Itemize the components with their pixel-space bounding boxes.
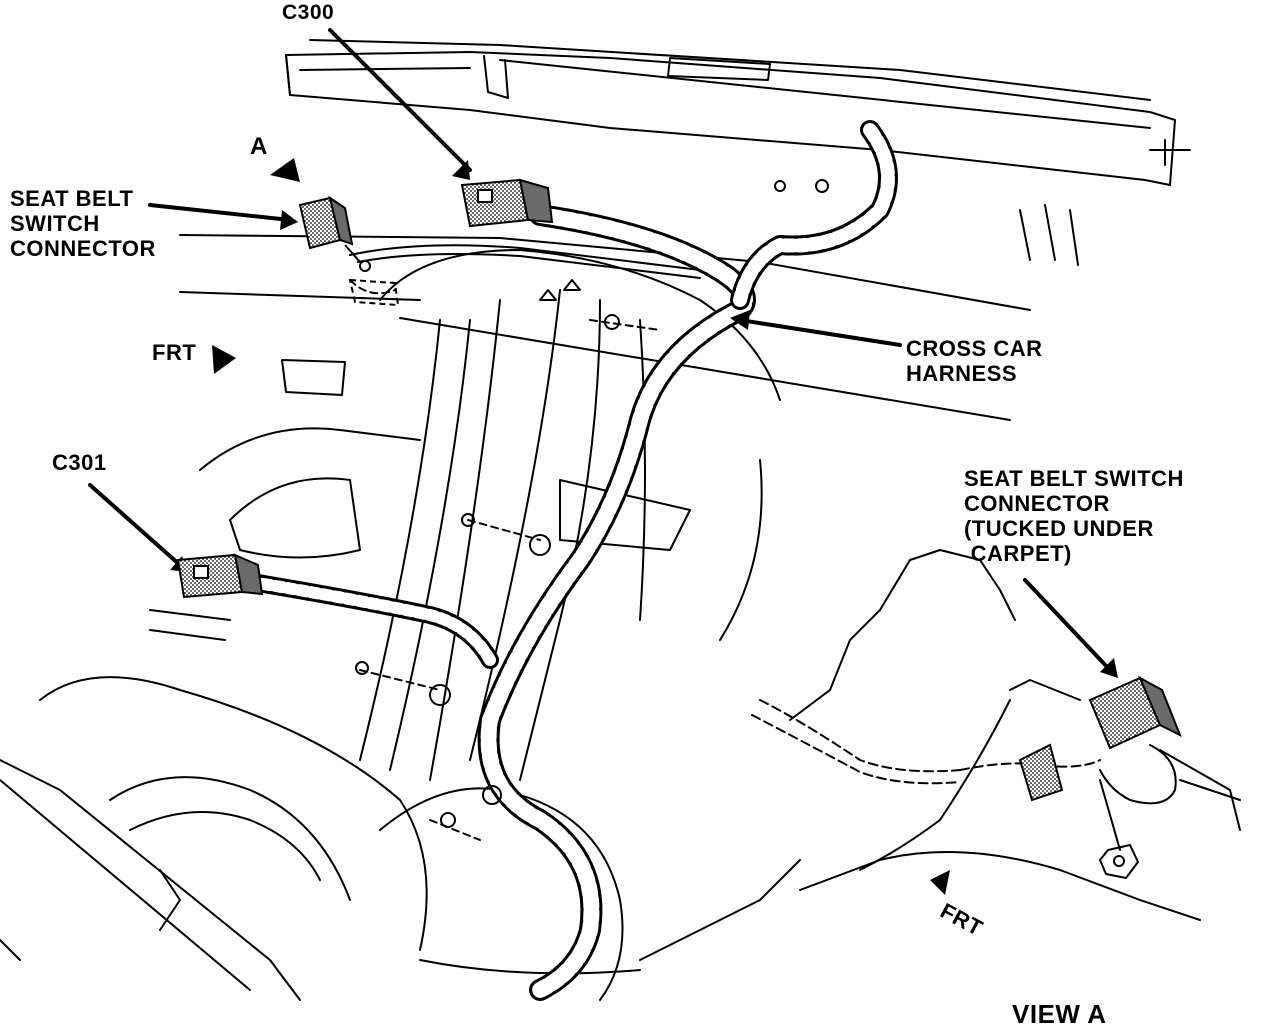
c300-leader-arrow	[328, 28, 472, 172]
seat-belt-switch-leader-arrow	[148, 203, 292, 222]
seat-cross-bar	[285, 39, 1191, 186]
c300-label: C300	[282, 1, 335, 24]
c301-leader-arrow	[88, 483, 182, 567]
frt-view-a-direction-arrow	[930, 870, 950, 895]
harness-retainers	[349, 279, 661, 841]
view-a-direction-arrow	[270, 158, 300, 182]
tucked-seat-belt-switch-connector	[1018, 675, 1182, 802]
seat-belt-switch-connector-label: SEAT BELT SWITCH CONNECTOR	[10, 186, 156, 261]
view-a-marker-label: A	[250, 133, 268, 160]
wheel-well	[0, 676, 801, 1001]
tucked-connector-leader-arrow	[1023, 578, 1112, 672]
seat-belt-switch-arrowhead	[280, 210, 298, 230]
tucked-connector-arrowhead	[1100, 658, 1118, 678]
floor-pan	[149, 204, 1079, 781]
seat-belt-switch-connector	[298, 195, 400, 307]
cross-car-harness-line-1: CROSS CAR	[906, 336, 1043, 361]
view-a-inset	[751, 549, 1241, 921]
tucked-connector-line-1: SEAT BELT SWITCH	[964, 466, 1184, 491]
cross-car-harness-label: CROSS CAR HARNESS	[906, 336, 1043, 386]
cross-car-harness-arrowhead	[730, 310, 750, 330]
c301-connector	[176, 553, 264, 599]
seat-belt-switch-connector-line-1: SEAT BELT	[10, 186, 134, 211]
seat-belt-switch-connector-line-2: SWITCH	[10, 211, 100, 236]
seat-belt-switch-connector-line-3: CONNECTOR	[10, 236, 156, 261]
frt-direction-arrow	[212, 345, 236, 374]
retainer-clips	[355, 179, 829, 828]
c301-label: C301	[52, 450, 107, 475]
leader-arrows	[88, 28, 1112, 672]
cross-car-harness-line-2: HARNESS	[906, 361, 1018, 386]
cross-car-harness-leader-arrow	[738, 318, 902, 347]
c300-arrowhead	[452, 160, 470, 180]
tucked-seat-belt-switch-connector-label: SEAT BELT SWITCH CONNECTOR (TUCKED UNDER…	[964, 466, 1184, 566]
tucked-connector-line-3: (TUCKED UNDER	[964, 516, 1154, 541]
tucked-connector-line-2: CONNECTOR	[964, 491, 1110, 516]
c300-connector	[460, 178, 554, 228]
cross-car-harness	[231, 120, 898, 1001]
frt-label: FRT	[152, 340, 197, 365]
tucked-connector-line-4: CARPET)	[964, 541, 1072, 566]
view-a-title: VIEW A	[1012, 999, 1107, 1029]
